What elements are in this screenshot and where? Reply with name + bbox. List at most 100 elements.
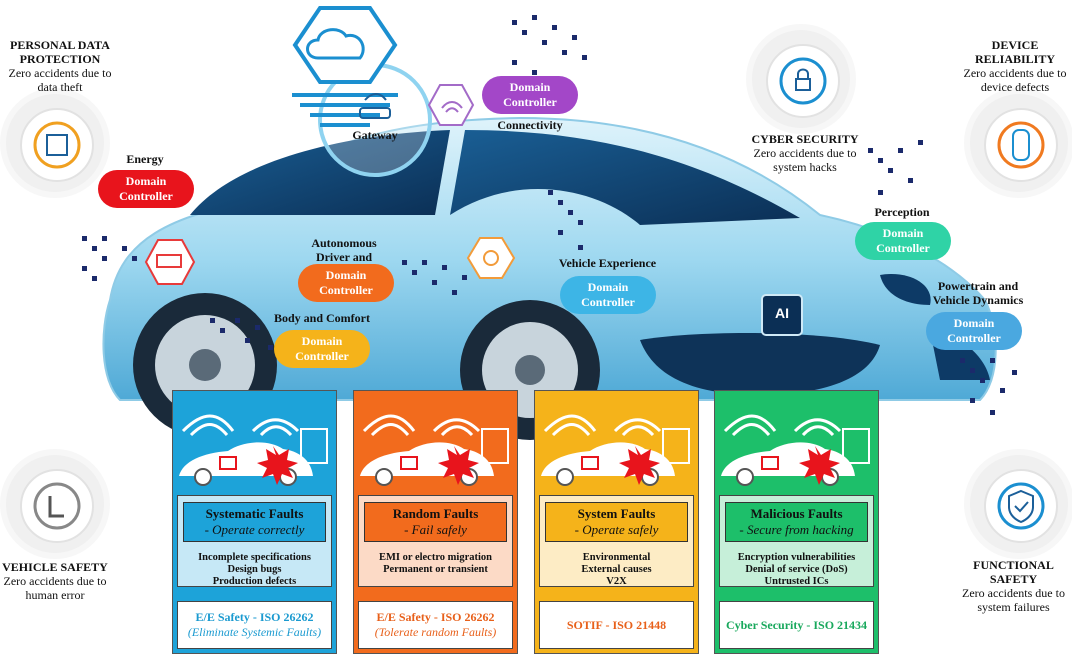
fault-cause: Production defects bbox=[212, 576, 297, 587]
cyber-security-subtitle: Zero accidents due to system hacks bbox=[753, 146, 857, 174]
vehicle-experience-label: Vehicle Experience bbox=[558, 256, 657, 270]
device-reliability-icon-circle bbox=[970, 94, 1068, 192]
cyber-security-text: CYBER SECURITY Zero accidents due to sys… bbox=[740, 132, 870, 174]
vehicle-safety-icon-circle bbox=[6, 455, 104, 553]
fault-subtitle: - Operate safely bbox=[574, 522, 659, 537]
standard-label: Cyber Security - ISO 21434 bbox=[725, 617, 868, 632]
fault-cause: Untrusted ICs bbox=[764, 576, 829, 587]
pill-line-1: Domain bbox=[587, 280, 629, 294]
lock-shield-icon bbox=[779, 57, 827, 105]
pill-line-2: Controller bbox=[947, 331, 1001, 345]
fault-subtitle: - Secure from hacking bbox=[739, 522, 854, 537]
fault-header: Malicious Faults- Secure from hacking bbox=[725, 502, 868, 542]
perception-label: Perception bbox=[874, 205, 930, 219]
car-fault-illustration bbox=[721, 414, 870, 486]
pill-line-2: Controller bbox=[319, 283, 373, 297]
personal-data-protection-text: PERSONAL DATA PROTECTION Zero accidents … bbox=[0, 38, 120, 94]
functional-safety-text: FUNCTIONAL SAFETY Zero accidents due to … bbox=[955, 558, 1072, 614]
pill-line-1: Domain bbox=[325, 268, 367, 282]
gateway-label: Gateway bbox=[352, 128, 398, 142]
vehicle-safety-subtitle: Zero accidents due to human error bbox=[3, 574, 107, 602]
pill-line-1: Domain bbox=[882, 226, 924, 240]
device-reliability-subtitle: Zero accidents due to device defects bbox=[963, 66, 1067, 94]
fault-title: System Faults bbox=[577, 506, 656, 521]
car-fault-illustration bbox=[360, 414, 509, 486]
fault-cause: External causes bbox=[581, 564, 652, 575]
fault-subtitle: - Fail safely bbox=[404, 522, 467, 537]
vehicle-safety-text: VEHICLE SAFETY Zero accidents due to hum… bbox=[0, 560, 110, 602]
standard-label: E/E Safety - ISO 26262 bbox=[195, 610, 314, 624]
car-sensors-icon bbox=[997, 121, 1045, 169]
pill-line-1: Domain bbox=[509, 80, 551, 94]
device-reliability-title: DEVICE RELIABILITY bbox=[974, 38, 1056, 66]
standard-label: SOTIF - ISO 21448 bbox=[566, 617, 667, 632]
fault-cause: EMI or electro migration bbox=[378, 552, 493, 563]
vehicle-safety-title: VEHICLE SAFETY bbox=[2, 560, 108, 574]
fault-title: Systematic Faults bbox=[205, 506, 304, 521]
fault-header: Random Faults- Fail safely bbox=[364, 502, 507, 542]
data-chip-icon bbox=[33, 121, 81, 169]
fault-title: Malicious Faults bbox=[750, 506, 843, 521]
pill-line-1: Domain bbox=[125, 174, 167, 188]
connectivity-label: Connectivity bbox=[497, 118, 563, 132]
pill-line-1: Domain bbox=[301, 334, 343, 348]
device-reliability-text: DEVICE RELIABILITY Zero accidents due to… bbox=[960, 38, 1070, 94]
standard-box: Cyber Security - ISO 21434 bbox=[719, 601, 874, 649]
functional-safety-title: FUNCTIONAL SAFETY bbox=[973, 558, 1054, 586]
driver-seat-icon bbox=[33, 482, 81, 530]
personal-data-title: PERSONAL DATA PROTECTION bbox=[10, 38, 110, 66]
ai-chip-label: AI bbox=[775, 305, 789, 321]
car-fault-illustration bbox=[179, 414, 328, 486]
check-shield-icon bbox=[997, 482, 1045, 530]
personal-data-icon-circle bbox=[6, 94, 104, 192]
functional-safety-subtitle: Zero accidents due to system failures bbox=[962, 586, 1065, 614]
fault-subtitle: - Operate correctly bbox=[204, 522, 305, 537]
fault-cause: Permanent or transient bbox=[383, 564, 488, 575]
energy-label: Energy bbox=[126, 152, 164, 166]
fault-title: Random Faults bbox=[392, 506, 479, 521]
fault-cause: Incomplete specifications bbox=[198, 552, 311, 563]
body-comfort-label: Body and Comfort bbox=[273, 311, 370, 325]
standard-note: (Tolerate random Faults) bbox=[374, 625, 497, 639]
cyber-security-title: CYBER SECURITY bbox=[751, 132, 859, 146]
fault-cause: Encryption vulnerabilities bbox=[737, 552, 856, 563]
functional-safety-icon-circle bbox=[970, 455, 1068, 553]
pill-line-2: Controller bbox=[876, 241, 930, 255]
standard-label: E/E Safety - ISO 26262 bbox=[376, 610, 495, 624]
powertrain-label: Powertrain and Vehicle Dynamics bbox=[932, 279, 1024, 307]
pill-line-2: Controller bbox=[581, 295, 635, 309]
pill-line-2: Controller bbox=[503, 95, 557, 109]
personal-data-subtitle: Zero accidents due to data theft bbox=[8, 66, 112, 94]
standard-box: E/E Safety - ISO 26262(Tolerate random F… bbox=[358, 601, 513, 649]
fault-cause: V2X bbox=[606, 576, 627, 587]
fault-header: Systematic Faults- Operate correctly bbox=[183, 502, 326, 542]
fault-cause: Denial of service (DoS) bbox=[745, 564, 848, 575]
fault-cause: Environmental bbox=[582, 552, 651, 563]
pill-line-2: Controller bbox=[119, 189, 173, 203]
car-fault-illustration bbox=[541, 414, 690, 486]
standard-box: SOTIF - ISO 21448 bbox=[539, 601, 694, 649]
standard-note: (Eliminate Systemic Faults) bbox=[187, 625, 322, 639]
fault-cause: Design bugs bbox=[227, 564, 282, 575]
standard-box: E/E Safety - ISO 26262(Eliminate Systemi… bbox=[177, 601, 332, 649]
pill-line-1: Domain bbox=[953, 316, 995, 330]
